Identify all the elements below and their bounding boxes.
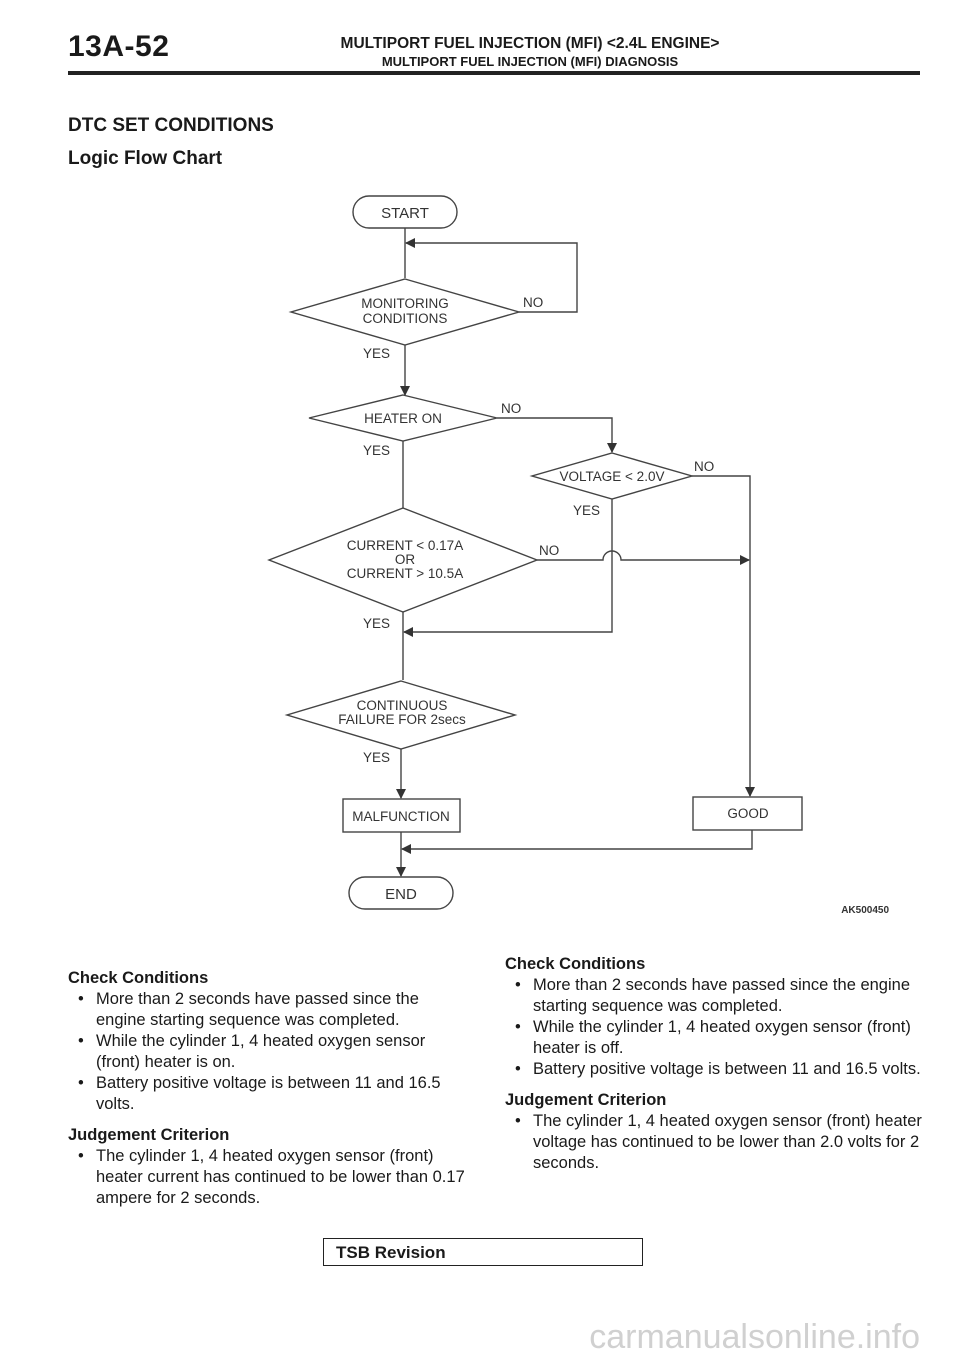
list-item: While the cylinder 1, 4 heated oxygen se… <box>505 1017 925 1059</box>
page-number: 13A-52 <box>68 30 170 63</box>
heater-yes-label: YES <box>363 443 390 458</box>
list-item: While the cylinder 1, 4 heated oxygen se… <box>68 1031 468 1073</box>
malfunction-label: MALFUNCTION <box>352 809 450 824</box>
header-rule <box>68 71 920 75</box>
continuous-label-1: CONTINUOUS <box>357 698 448 713</box>
voltage-label: VOLTAGE < 2.0V <box>560 469 665 484</box>
section-subheading: Logic Flow Chart <box>68 148 223 169</box>
good-box <box>692 796 803 831</box>
good-label: GOOD <box>727 806 769 821</box>
monitoring-label-2: CONDITIONS <box>363 311 448 326</box>
list-item: The cylinder 1, 4 heated oxygen sensor (… <box>505 1111 925 1174</box>
voltage-no-label: NO <box>694 459 714 474</box>
current-no-label: NO <box>539 543 559 558</box>
heater-on-label: HEATER ON <box>364 411 442 426</box>
list-item: Battery positive voltage is between 11 a… <box>505 1059 925 1080</box>
left-judgement-list: The cylinder 1, 4 heated oxygen sensor (… <box>68 1146 468 1209</box>
current-yes-label: YES <box>363 616 390 631</box>
header-subtitle: MULTIPORT FUEL INJECTION (MFI) DIAGNOSIS <box>381 54 679 69</box>
monitoring-yes-label: YES <box>363 346 390 361</box>
left-judgement-title: Judgement Criterion <box>68 1126 230 1144</box>
start-label: START <box>381 205 429 222</box>
monitoring-label-1: MONITORING <box>361 296 449 311</box>
right-check-title: Check Conditions <box>505 955 646 973</box>
end-terminal <box>348 876 454 910</box>
list-item: Battery positive voltage is between 11 a… <box>68 1073 468 1115</box>
left-column: Check Conditions More than 2 seconds hav… <box>68 968 468 1209</box>
current-label-1: CURRENT < 0.17A <box>347 538 463 553</box>
current-label-2: OR <box>395 552 416 567</box>
monitoring-no-label: NO <box>523 295 543 310</box>
right-judgement-list: The cylinder 1, 4 heated oxygen sensor (… <box>505 1111 925 1174</box>
list-item: The cylinder 1, 4 heated oxygen sensor (… <box>68 1146 468 1209</box>
logic-flow-chart: START MONITORING CONDITIONS NO YES HEATE… <box>267 195 889 916</box>
malfunction-box <box>342 798 461 833</box>
continuous-label-2: FAILURE FOR 2secs <box>338 712 466 727</box>
voltage-yes-label: YES <box>573 503 600 518</box>
list-item: More than 2 seconds have passed since th… <box>505 975 925 1017</box>
left-check-title: Check Conditions <box>68 969 209 987</box>
right-column: Check Conditions More than 2 seconds hav… <box>505 954 925 1174</box>
current-label-3: CURRENT > 10.5A <box>347 566 463 581</box>
figure-id: AK500450 <box>841 905 889 916</box>
header-title: MULTIPORT FUEL INJECTION (MFI) <2.4L ENG… <box>340 35 720 52</box>
list-item: More than 2 seconds have passed since th… <box>68 989 468 1031</box>
left-check-list: More than 2 seconds have passed since th… <box>68 989 468 1115</box>
heater-no-label: NO <box>501 401 521 416</box>
end-label: END <box>385 886 417 903</box>
right-check-list: More than 2 seconds have passed since th… <box>505 975 925 1080</box>
watermark: carmanualsonline.info <box>589 1318 920 1356</box>
continuous-yes-label: YES <box>363 750 390 765</box>
right-judgement-title: Judgement Criterion <box>505 1091 667 1109</box>
section-heading: DTC SET CONDITIONS <box>68 115 274 136</box>
tsb-revision-box: TSB Revision <box>323 1238 643 1266</box>
